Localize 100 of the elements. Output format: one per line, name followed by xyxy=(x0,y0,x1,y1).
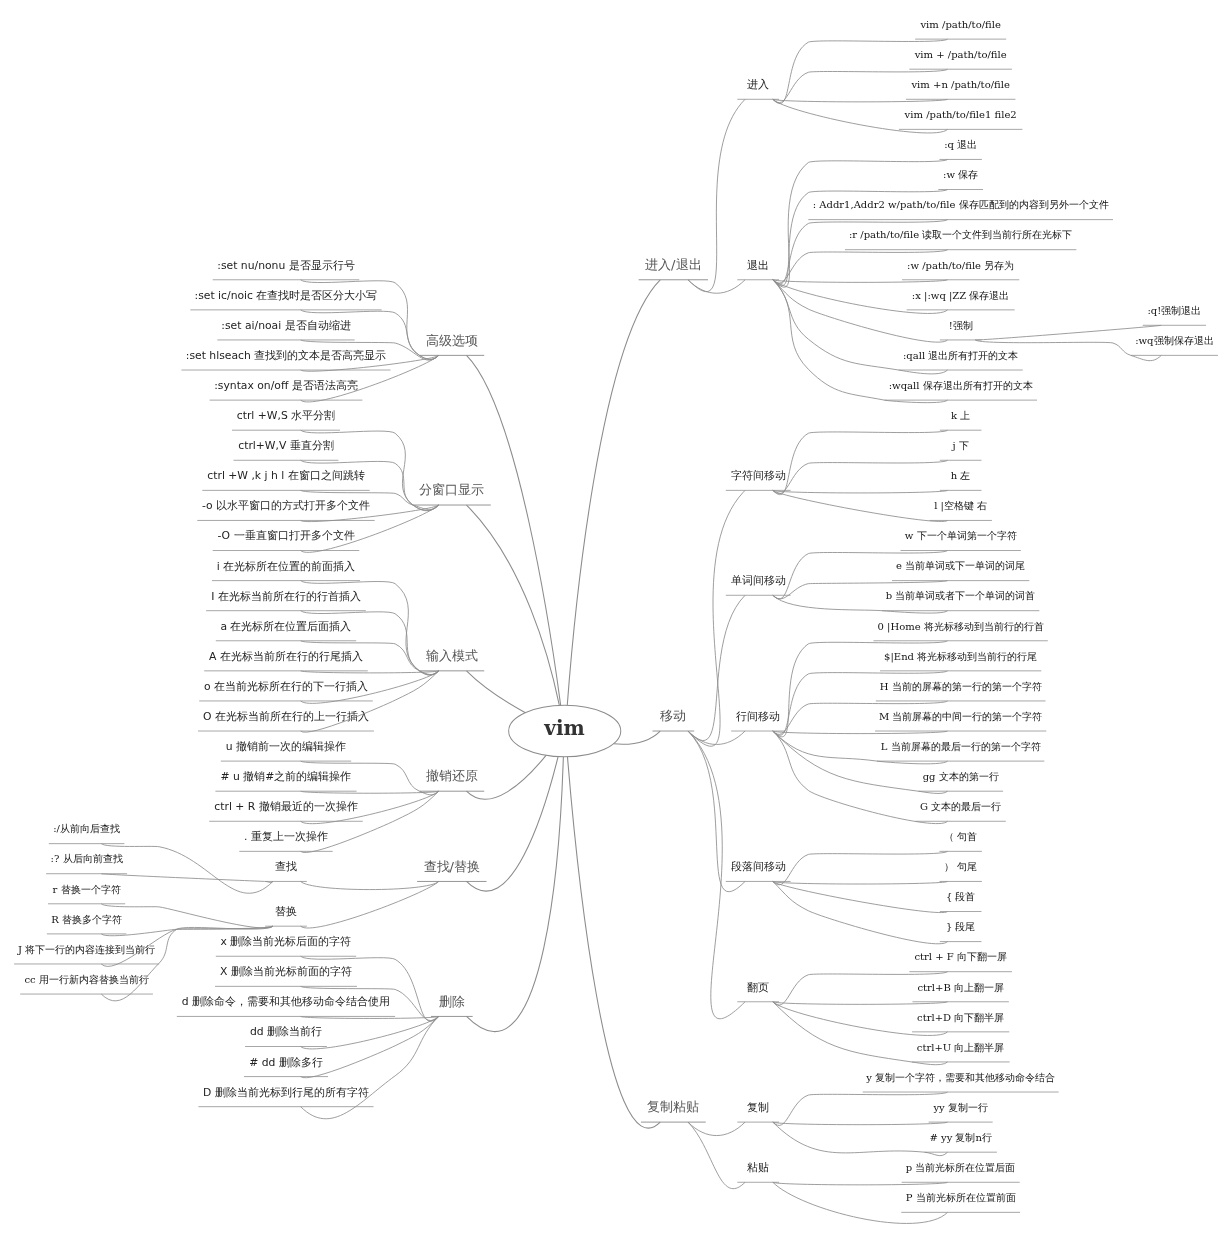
connector xyxy=(465,756,564,1032)
node-text: :wqall 保存退出所有打开的文本 xyxy=(888,379,1033,391)
node-text: a 在光标所在位置后面插入 xyxy=(220,619,352,633)
connector xyxy=(300,640,440,675)
connector xyxy=(772,1181,948,1186)
node-text: :q!强制退出 xyxy=(1147,305,1202,317)
node-text: vim /path/to/file1 file2 xyxy=(904,109,1017,121)
connector xyxy=(566,756,661,1129)
connector xyxy=(300,1016,440,1079)
node-text: :set nu/nonu 是否显示行号 xyxy=(217,258,355,272)
connector xyxy=(465,756,559,892)
node-text: D 删除当前光标到行尾的所有字符 xyxy=(203,1085,369,1099)
node-text: o 在当前光标所在行的下一行插入 xyxy=(203,679,369,693)
connector xyxy=(300,504,440,553)
connector xyxy=(300,985,440,1021)
connector xyxy=(687,489,746,746)
connector xyxy=(300,670,440,733)
node-text: b 当前单词或者下一个单词的词首 xyxy=(885,590,1036,602)
node-text: : Addr1,Addr2 w/path/to/file 保存匹配到的内容到另外一个文件 xyxy=(812,199,1109,211)
connector xyxy=(687,730,746,745)
connector xyxy=(772,98,948,103)
node-text: 复制粘贴 xyxy=(647,1099,700,1115)
node-text: 粘贴 xyxy=(747,1161,770,1175)
connector xyxy=(772,640,948,737)
node-text: 字符间移动 xyxy=(730,469,786,483)
connector xyxy=(772,730,948,735)
node-text: . 重复上一次操作 xyxy=(244,830,328,844)
connector xyxy=(465,504,560,706)
node-text: !强制 xyxy=(948,319,973,331)
connector xyxy=(300,955,440,1022)
node-text: u 撤销前一次的编辑操作 xyxy=(225,740,347,754)
connector xyxy=(772,38,948,104)
node-text: ctrl +W,S 水平分割 xyxy=(236,409,336,423)
node-text: vim +n /path/to/file xyxy=(911,79,1010,91)
node-text: l |空格键 右 xyxy=(934,500,988,512)
node-text: 替换 xyxy=(274,905,297,919)
connector xyxy=(465,754,547,800)
node-text: :qall 退出所有打开的文本 xyxy=(902,349,1019,361)
node-text: gg 文本的第一行 xyxy=(922,770,999,782)
connector xyxy=(772,429,948,495)
node-text: ctrl+U 向上翻半屏 xyxy=(916,1041,1005,1053)
node-text: k 上 xyxy=(951,409,971,421)
node-text: 撤销还原 xyxy=(425,768,478,784)
node-ellipse: vim xyxy=(508,704,622,758)
connector xyxy=(772,1001,948,1036)
node-text: dd 删除当前行 xyxy=(249,1025,323,1039)
node-text: O 在光标当前所在行的上一行插入 xyxy=(203,709,369,723)
connector xyxy=(300,790,440,825)
connector xyxy=(772,489,948,494)
node-text: ctrl+D 向下翻半屏 xyxy=(917,1011,1005,1023)
node-text: 移动 xyxy=(660,708,687,724)
connector xyxy=(772,249,948,284)
node-text: -o 以水平窗口的方式打开多个文件 xyxy=(201,499,371,513)
connector xyxy=(974,339,1162,362)
node-text: （ 句首 xyxy=(944,831,978,843)
connector xyxy=(772,489,948,522)
node-text: r 替换一个字符 xyxy=(52,883,121,895)
node-text: cc 用一行新内容替换当前行 xyxy=(24,973,149,985)
node-text: :set hlseach 查找到的文本是否高亮显示 xyxy=(185,349,387,362)
connector xyxy=(100,925,274,1002)
connector xyxy=(772,580,948,600)
node-text: 删除 xyxy=(438,993,465,1009)
node-text: x 删除当前光标后面的字符 xyxy=(220,935,352,949)
connector xyxy=(772,730,948,765)
node-text: P 当前光标所在位置前面 xyxy=(905,1192,1016,1204)
connector xyxy=(772,550,948,600)
connector xyxy=(772,700,948,735)
node-text: A 在光标当前所在行的行尾插入 xyxy=(209,649,363,663)
connector xyxy=(772,670,948,736)
node-text: :wq强制保存退出 xyxy=(1135,335,1214,347)
connector xyxy=(974,324,1162,341)
connector xyxy=(100,925,274,967)
connector xyxy=(772,1091,948,1126)
connector xyxy=(772,279,948,375)
node-text: 0 |Home 将光标移动到当前行的行首 xyxy=(877,620,1044,632)
connector xyxy=(687,1121,746,1136)
node-text: 翻页 xyxy=(747,980,770,994)
connector xyxy=(300,1016,440,1120)
node-text: 查找/替换 xyxy=(423,858,481,874)
node-text: 进入 xyxy=(747,78,770,92)
node-text: -O 一垂直窗口打开多个文件 xyxy=(217,529,355,543)
node-text: M 当前屏幕的中间一行的第一个字符 xyxy=(878,710,1043,722)
node-text: :w 保存 xyxy=(943,169,979,181)
node-text: p 当前光标所在位置后面 xyxy=(905,1162,1016,1174)
node-text: ctrl + F 向下翻一屏 xyxy=(914,951,1007,963)
node-text: h 左 xyxy=(950,470,971,482)
connector xyxy=(772,279,948,314)
connector xyxy=(772,730,948,794)
connector xyxy=(772,881,948,885)
node-text: R 替换多个字符 xyxy=(51,913,122,925)
node-text: # u 撤销#之前的编辑操作 xyxy=(220,770,352,784)
node-text: ctrl + R 撤销最近的一次操作 xyxy=(214,800,358,814)
node-text: # dd 删除多行 xyxy=(249,1055,323,1069)
node-text: $|End 将光标移动到当前行的行尾 xyxy=(884,650,1038,662)
connector xyxy=(772,1181,948,1224)
connector xyxy=(300,790,440,794)
connector xyxy=(772,881,948,913)
node-text: # yy 复制n行 xyxy=(929,1131,992,1143)
node-text: J 将下一行的内容连接到当前行 xyxy=(17,943,156,955)
connector xyxy=(465,354,562,706)
